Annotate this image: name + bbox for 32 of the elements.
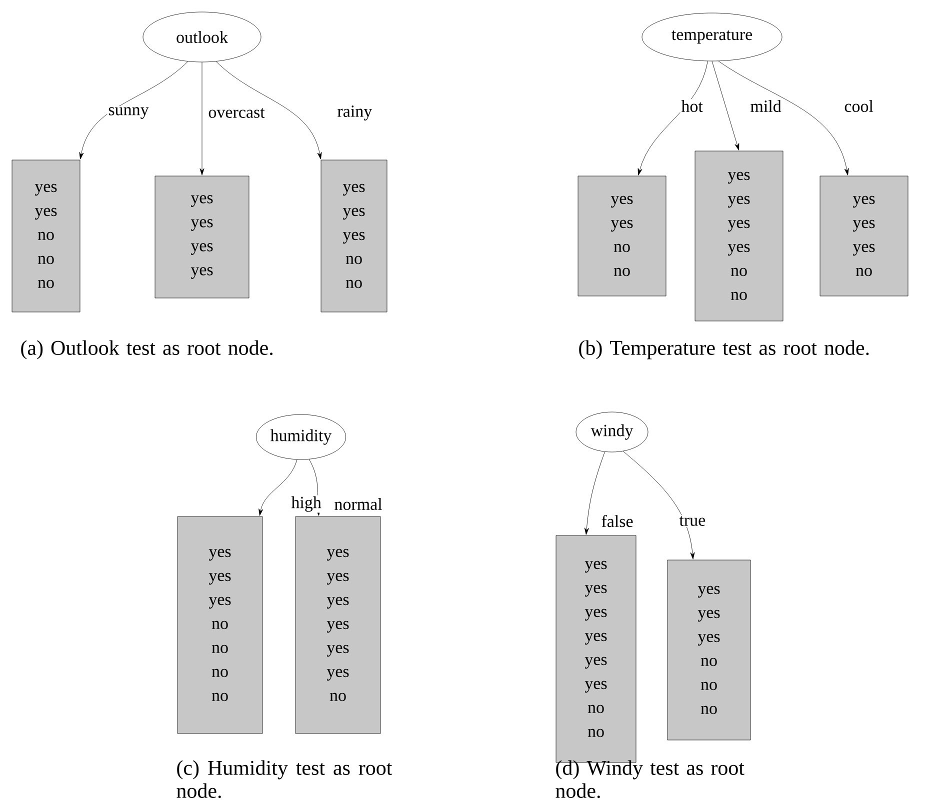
arrow [718,60,849,176]
arrow [258,459,298,516]
edge-label: sunny [107,106,150,120]
edge-label: overcast [207,107,266,119]
class-box: yes yes yes no no no no [177,516,263,734]
edge-label: high [290,495,322,513]
class-box: yes yes yes yes no no [694,150,784,322]
arrow [622,451,695,560]
class-box: yes yes no no [578,176,666,296]
edge-label: mild [749,99,782,113]
arrow [584,452,605,535]
edge-label: true [678,515,707,527]
class-box: yes yes yes yes yes yes no [295,516,381,734]
caption: (a) Outlook test as root node. [21,340,272,360]
class-box: yes yes yes no [820,176,908,296]
arrow [200,62,204,176]
arrow [712,61,740,150]
edge-label: rainy [336,104,374,122]
edge-label: cool [843,99,874,113]
arrow [216,61,322,160]
class-box: yes yes yes no no [320,160,388,312]
class-box: yes yes yes yes [154,176,250,298]
edge-label: normal [333,497,384,511]
arrow [638,60,708,176]
caption: (d) Windy test as root node. [556,760,744,798]
edge-label: false [600,514,634,528]
caption: (b) Temperature test as root node. [579,340,869,360]
class-box: yes yes yes no no no [667,560,751,740]
caption: (c) Humidity test as root node. [176,760,392,798]
arrow [79,61,188,160]
class-box: yes yes no no no [12,160,80,312]
edge-label: hot [680,99,704,113]
